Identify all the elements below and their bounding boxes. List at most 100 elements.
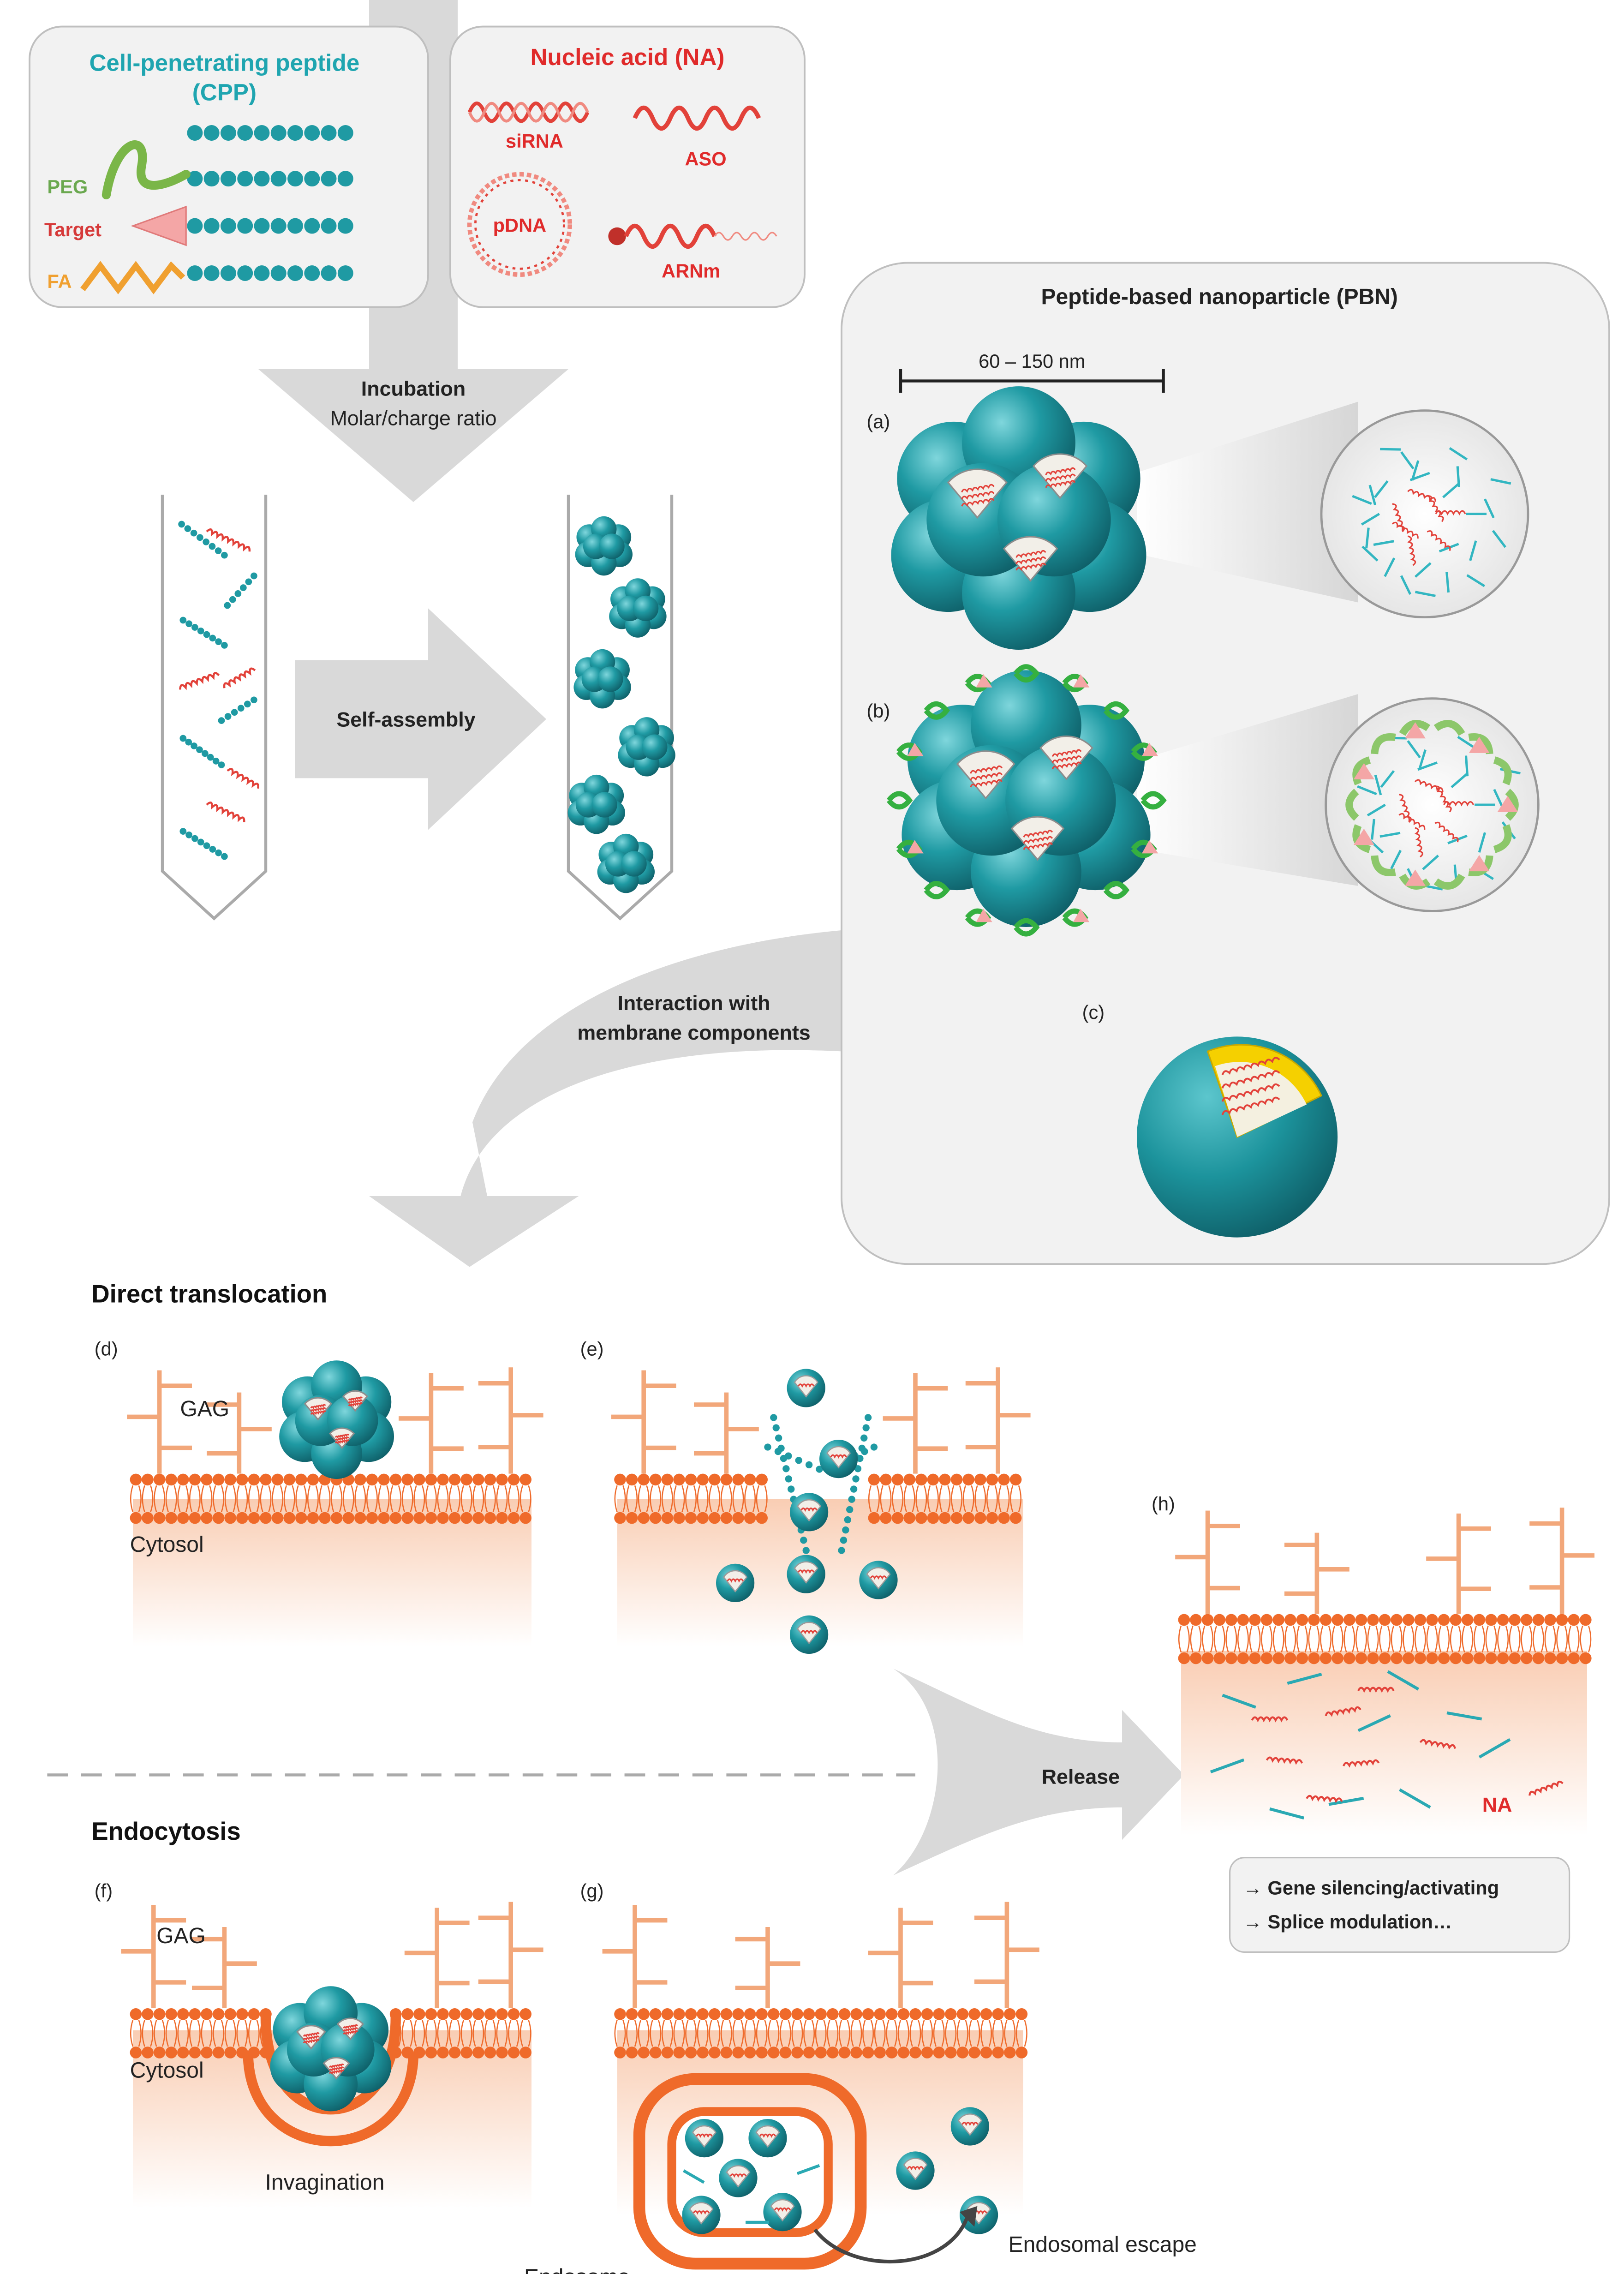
- na-strand: [693, 2210, 710, 2215]
- lipid-head-inner: [236, 1512, 248, 1524]
- peptide-bead: [287, 171, 303, 187]
- lipid-tails: [1509, 1625, 1521, 1653]
- lipid-tails: [1403, 1625, 1415, 1653]
- lipid-tails: [909, 2020, 921, 2047]
- peg-segment: [1505, 789, 1519, 821]
- na-strand: [334, 1434, 350, 1439]
- lipid-tails: [1213, 1625, 1225, 1653]
- outcome-splice-modulation: → Splice modulation…: [1243, 1911, 1452, 1933]
- lipid-tails: [1556, 1625, 1568, 1653]
- lipid-head-outer: [130, 1473, 142, 1486]
- lipid-head-outer: [768, 2008, 780, 2020]
- lipid-tails: [827, 2020, 839, 2047]
- lipid-tails: [903, 1485, 915, 1513]
- lipid-head-inner: [891, 1512, 904, 1524]
- lipid-head-outer: [614, 2008, 626, 2020]
- na-strand: [970, 765, 1003, 774]
- na-strand: [1221, 1057, 1280, 1076]
- peptide-bead: [848, 1496, 855, 1503]
- peptide-bead: [229, 596, 236, 603]
- lipid-head-outer: [868, 1473, 880, 1486]
- gag-label-f: GAG: [156, 1924, 206, 1948]
- peg-decoration: [924, 881, 950, 899]
- lipid-head-outer: [950, 1473, 963, 1486]
- lipid-head-outer: [968, 2008, 980, 2020]
- lipid-head-outer: [496, 1473, 508, 1486]
- lipid-head-outer: [962, 1473, 974, 1486]
- endocytosis-title: Endocytosis: [91, 1817, 240, 1845]
- lipid-head-outer: [142, 2008, 154, 2020]
- invagination-inner-leaflet: [243, 2052, 419, 2147]
- na-strand: [961, 498, 995, 507]
- lipid-head-outer: [437, 1473, 449, 1486]
- zoom-funnel-b: [1137, 694, 1358, 886]
- lipid-head-inner: [1450, 1652, 1462, 1664]
- lipid-head-outer: [1178, 1614, 1190, 1626]
- lipid-head-outer: [1213, 1614, 1225, 1626]
- lipid-tails: [768, 2020, 780, 2047]
- lipid-head-inner: [673, 2047, 685, 2059]
- lipid-head-outer: [460, 1473, 472, 1486]
- lipid-head-outer: [915, 1473, 927, 1486]
- lipid-head-outer: [472, 1473, 484, 1486]
- peptide-bead: [854, 1465, 862, 1472]
- free-peptide: [1357, 1714, 1391, 1732]
- lipid-tails: [685, 1485, 697, 1513]
- lipid-head-inner: [697, 1512, 709, 1524]
- na-strand: [1221, 1083, 1280, 1102]
- lipid-head-inner: [1343, 1652, 1355, 1664]
- lipid-tails: [1249, 1625, 1261, 1653]
- lipid-head-inner: [874, 2047, 886, 2059]
- lipid-head-inner: [862, 2047, 874, 2059]
- gag-chains-d: [127, 1367, 543, 1474]
- lipid-tails: [614, 2020, 626, 2047]
- na-strand: [1251, 1716, 1289, 1723]
- lipid-head-outer: [685, 2008, 697, 2020]
- lipid-head-inner: [472, 2047, 484, 2059]
- lipid-head-outer: [1414, 1614, 1427, 1626]
- peptide-segment: [1380, 770, 1395, 788]
- na-strand: [961, 491, 995, 500]
- nanoparticle-cutaway: [329, 1427, 355, 1449]
- lipid-head-inner: [974, 1512, 986, 1524]
- lipid-head-outer: [650, 1473, 662, 1486]
- lipid-tails: [484, 2020, 496, 2047]
- lipid-head-inner: [868, 1512, 880, 1524]
- nanoparticle-cutaway: [956, 750, 1015, 800]
- lipid-head-inner: [519, 1512, 531, 1524]
- nanoparticle-subunit: [642, 734, 668, 760]
- lipid-head-inner: [271, 1512, 284, 1524]
- lipid-head-inner: [968, 2047, 980, 2059]
- lipid-head-inner: [1403, 1652, 1415, 1664]
- peg-decoration: [1014, 664, 1040, 683]
- lipid-tails: [460, 2020, 472, 2047]
- na-strand: [179, 672, 220, 690]
- direct-translocation-title: Direct translocation: [91, 1280, 327, 1308]
- free-peptide: [1398, 1788, 1431, 1809]
- lipid-tails: [354, 1485, 366, 1513]
- na-strand: [328, 2066, 344, 2072]
- pdna-label: pDNA: [493, 214, 547, 236]
- lipid-tails: [951, 1485, 963, 1513]
- peptide-segment: [1442, 483, 1460, 498]
- lipid-tails: [709, 1485, 721, 1513]
- lipid-tails: [1015, 2020, 1027, 2047]
- lipid-head-outer: [1272, 1614, 1284, 1626]
- lipid-tails: [1450, 1625, 1462, 1653]
- peptide-bead: [270, 125, 287, 141]
- lipid-tails: [460, 1485, 472, 1513]
- lipid-head-inner: [897, 2047, 910, 2059]
- peptide-bead: [251, 696, 257, 704]
- lipid-head-inner: [212, 1512, 225, 1524]
- lipid-head-inner: [756, 1512, 768, 1524]
- peg-decoration: [1103, 701, 1130, 720]
- cpp-title-line2: (CPP): [192, 79, 257, 106]
- lipid-tails: [638, 1485, 650, 1513]
- lipid-head-outer: [1331, 1614, 1343, 1626]
- na-strand: [1023, 836, 1053, 844]
- lipid-head-outer: [756, 2008, 768, 2020]
- lipid-head-outer: [1580, 1614, 1592, 1626]
- peptide-bead: [254, 265, 270, 281]
- lipid-head-outer: [1473, 1614, 1486, 1626]
- lipid-tails: [638, 2020, 650, 2047]
